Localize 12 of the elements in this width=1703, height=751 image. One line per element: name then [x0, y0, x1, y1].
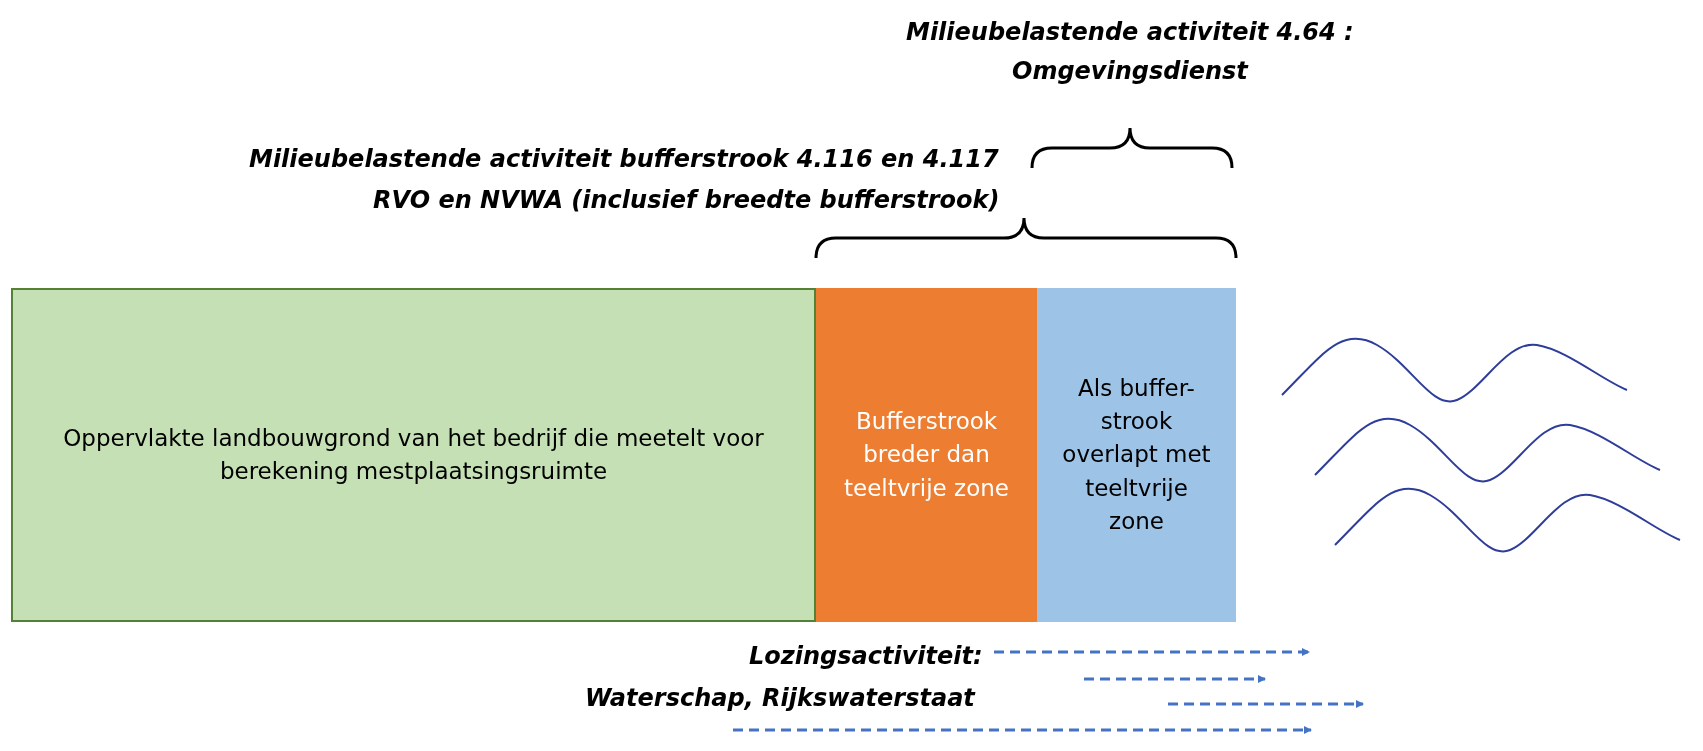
area-label: Als buffer-strook overlapt met teeltvrije zone — [1062, 374, 1211, 534]
area-label: Bufferstrook breder dan teeltvrije zone — [844, 408, 1009, 501]
field-area — [11, 288, 816, 622]
annotation-text: Lozingsactiviteit: — [749, 642, 983, 670]
annotation-text: Waterschap, Rijkswaterstaat — [585, 684, 975, 712]
overlap-area — [1037, 288, 1236, 622]
annotation-text: Omgevingsdienst — [1012, 57, 1248, 85]
annotation-text: Milieubelastende activiteit bufferstrook 4.116 en 4.117 — [249, 145, 999, 173]
annotation-text: Milieubelastende activiteit 4.64 : — [906, 18, 1354, 46]
area-label: Oppervlakte landbouwgrond van het bedrijf die meetelt voor berekening mestplaatsingsruimte — [63, 424, 764, 484]
annotation-text: RVO en NVWA (inclusief breedte bufferstrook) — [373, 186, 1000, 214]
buffer-strip-area — [816, 288, 1037, 622]
